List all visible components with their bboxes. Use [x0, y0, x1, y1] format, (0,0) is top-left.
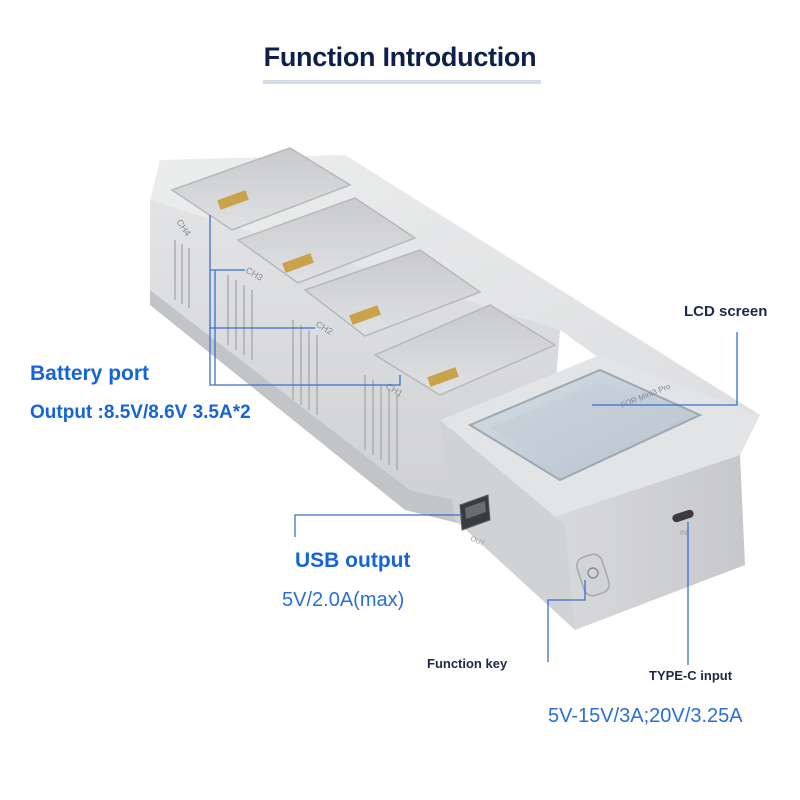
battery-slot-ch4 — [170, 147, 352, 231]
usb-output-spec: 5V/2.0A(max) — [282, 589, 405, 611]
side-vents — [174, 240, 398, 470]
battery-slot-ch1 — [373, 304, 557, 396]
battery-slot-ch2 — [303, 249, 482, 337]
title-underline — [263, 80, 541, 84]
lcd-screen-label: LCD screen — [684, 303, 768, 320]
usb-output-label: USB output — [295, 549, 411, 572]
typec-input-spec: 5V-15V/3A;20V/3.25A — [548, 705, 743, 727]
callout-lines — [209, 215, 738, 665]
battery-output-spec: Output :8.5V/8.6V 3.5A*2 — [30, 402, 251, 423]
battery-slot-ch3 — [236, 197, 417, 284]
battery-port-label: Battery port — [30, 362, 150, 385]
function-key-label: Function key — [427, 656, 508, 671]
typec-port-label: IN — [680, 530, 687, 537]
typec-port: IN — [672, 509, 694, 537]
page-title: Function Introduction — [263, 42, 537, 72]
typec-input-label: TYPE-C input — [649, 668, 733, 683]
